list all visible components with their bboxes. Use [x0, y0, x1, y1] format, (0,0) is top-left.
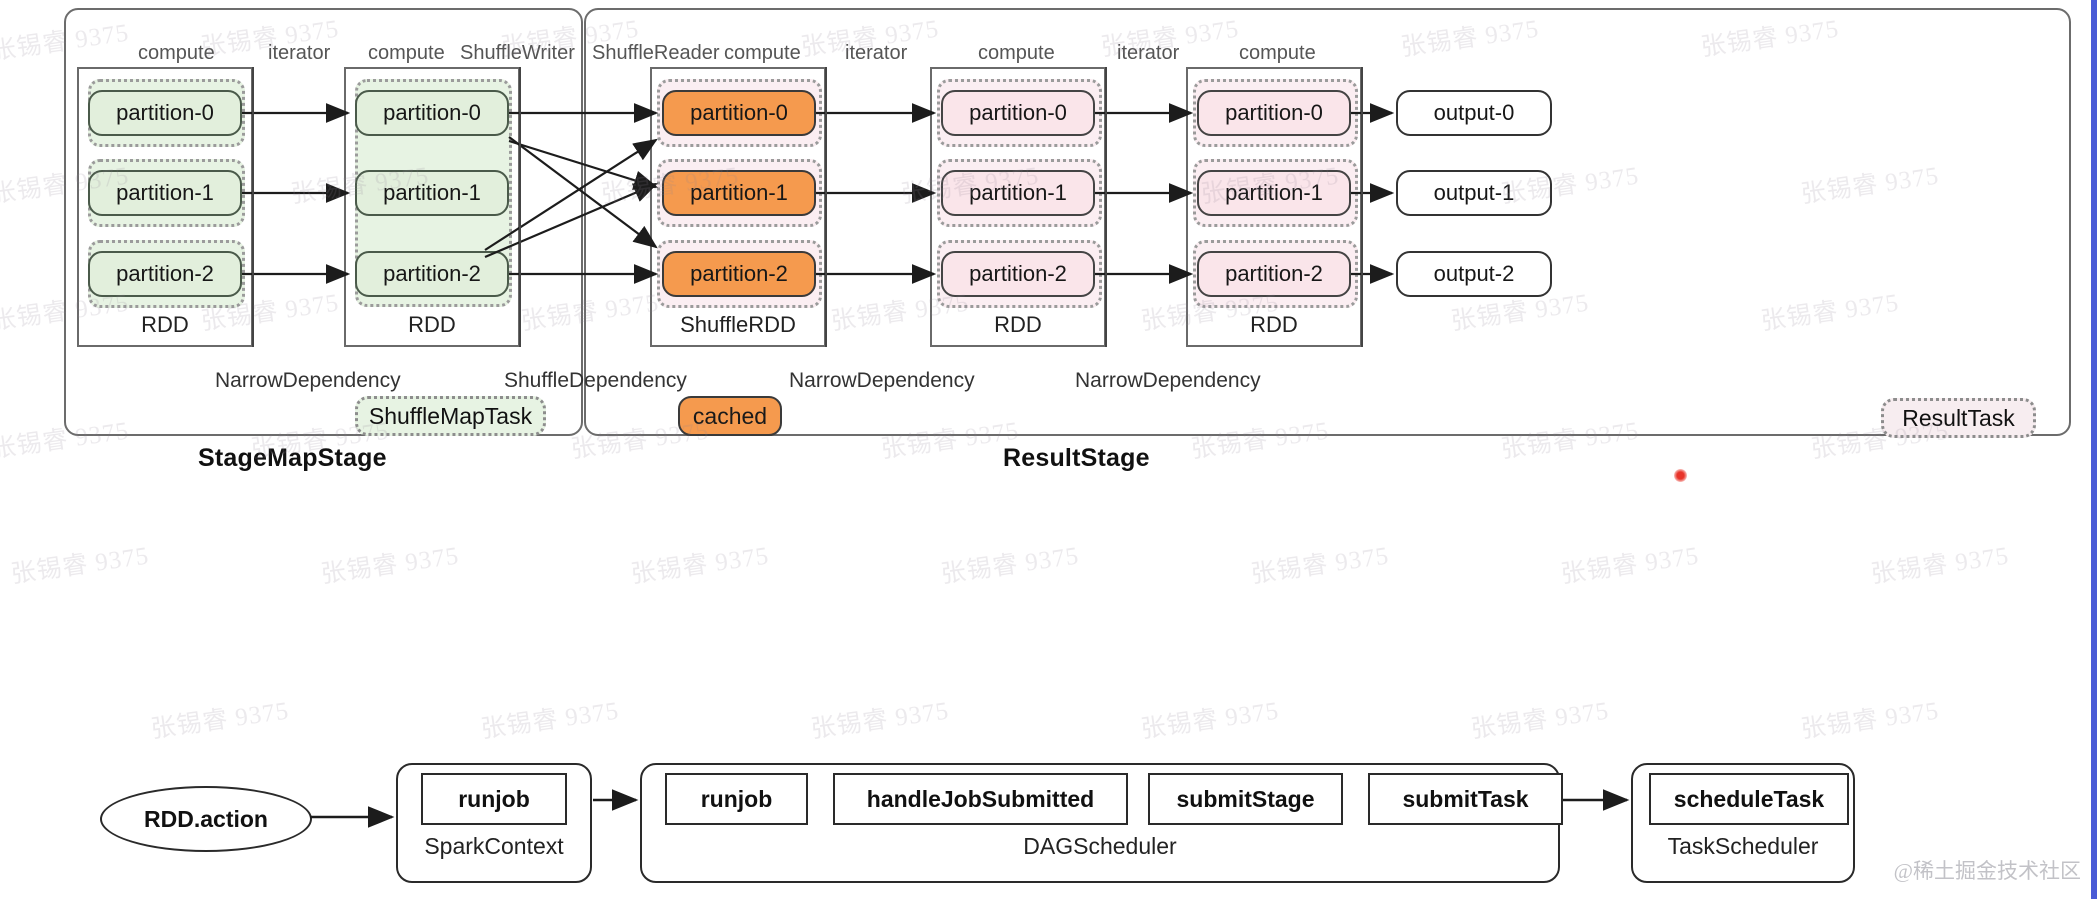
column-label-compute: compute [1239, 42, 1316, 64]
column-label-iterator: iterator [845, 42, 908, 64]
output-box[interactable]: output-2 [1396, 251, 1552, 297]
dependency-label-narrow: NarrowDependency [789, 369, 975, 392]
partition-pill[interactable]: partition-1 [662, 170, 816, 216]
dependency-label-narrow: NarrowDependency [215, 369, 401, 392]
watermark-tile: 张锡睿 9375 [9, 542, 151, 589]
column-label-compute: compute [138, 42, 215, 64]
partition-pill[interactable]: partition-1 [1197, 170, 1351, 216]
column-label-shuffle-writer: ShuffleWriter [460, 42, 575, 64]
partition-pill[interactable]: partition-1 [355, 170, 509, 216]
rdd-caption-2: RDD [408, 312, 456, 337]
partition-pill[interactable]: partition-2 [941, 251, 1095, 297]
column-label-shuffle-reader: ShuffleReader [592, 42, 720, 64]
watermark-tile: 张锡睿 9375 [1869, 542, 2011, 589]
badge-result-task[interactable]: ResultTask [1881, 398, 2036, 438]
scrollbar-edge[interactable] [2091, 0, 2097, 899]
partition-pill[interactable]: partition-0 [662, 90, 816, 136]
flow-group-label-spark-context: SparkContext [424, 833, 564, 859]
flow-item-handle-job-submitted[interactable]: handleJobSubmitted [833, 773, 1128, 825]
partition-pill[interactable]: partition-2 [662, 251, 816, 297]
flow-item-runjob[interactable]: runjob [665, 773, 808, 825]
watermark-tile: 张锡睿 9375 [1559, 542, 1701, 589]
rdd-caption-1: RDD [141, 312, 189, 337]
partition-pill[interactable]: partition-1 [941, 170, 1095, 216]
watermark-tile: 张锡睿 9375 [319, 542, 461, 589]
partition-pill[interactable]: partition-2 [355, 251, 509, 297]
partition-pill[interactable]: partition-0 [355, 90, 509, 136]
stage-caption-map-stage: StageMapStage [198, 444, 387, 472]
watermark-tile: 张锡睿 9375 [1249, 542, 1391, 589]
flow-group-label-dag-scheduler: DAGScheduler [1023, 833, 1177, 859]
site-watermark: @稀土掘金技术社区 [1893, 859, 2081, 883]
partition-pill[interactable]: partition-1 [88, 170, 242, 216]
watermark-tile: 张锡睿 9375 [1469, 697, 1611, 744]
stage-caption-result-stage: ResultStage [1003, 444, 1150, 472]
partition-pill[interactable]: partition-0 [1197, 90, 1351, 136]
column-label-compute: compute [978, 42, 1055, 64]
column-label-iterator: iterator [268, 42, 331, 64]
flow-item-submit-stage[interactable]: submitStage [1148, 773, 1343, 825]
partition-pill[interactable]: partition-0 [88, 90, 242, 136]
output-box[interactable]: output-0 [1396, 90, 1552, 136]
flow-start-rdd-action[interactable]: RDD.action [100, 786, 312, 852]
rdd-caption-3: ShuffleRDD [680, 312, 796, 337]
dependency-label-narrow: NarrowDependency [1075, 369, 1261, 392]
rdd-caption-5: RDD [1250, 312, 1298, 337]
watermark-tile: 张锡睿 9375 [149, 697, 291, 744]
dependency-label-shuffle: ShuffleDependency [504, 369, 687, 392]
watermark-tile: 张锡睿 9375 [479, 697, 621, 744]
column-label-iterator: iterator [1117, 42, 1180, 64]
output-box[interactable]: output-1 [1396, 170, 1552, 216]
flow-item-runjob[interactable]: runjob [421, 773, 567, 825]
column-label-compute: compute [368, 42, 445, 64]
watermark-tile: 张锡睿 9375 [629, 542, 771, 589]
partition-pill[interactable]: partition-2 [88, 251, 242, 297]
cursor-pointer-dot [1674, 469, 1687, 482]
watermark-tile: 张锡睿 9375 [939, 542, 1081, 589]
badge-cached[interactable]: cached [678, 396, 782, 436]
partition-pill[interactable]: partition-2 [1197, 251, 1351, 297]
rdd-caption-4: RDD [994, 312, 1042, 337]
flow-item-submit-task[interactable]: submitTask [1368, 773, 1563, 825]
flow-item-schedule-task[interactable]: scheduleTask [1649, 773, 1849, 825]
partition-pill[interactable]: partition-0 [941, 90, 1095, 136]
watermark-tile: 张锡睿 9375 [809, 697, 951, 744]
watermark-tile: 张锡睿 9375 [1799, 697, 1941, 744]
badge-shuffle-map-task[interactable]: ShuffleMapTask [355, 396, 546, 436]
column-label-compute: compute [724, 42, 801, 64]
flow-group-label-task-scheduler: TaskScheduler [1667, 833, 1819, 859]
watermark-tile: 张锡睿 9375 [1139, 697, 1281, 744]
